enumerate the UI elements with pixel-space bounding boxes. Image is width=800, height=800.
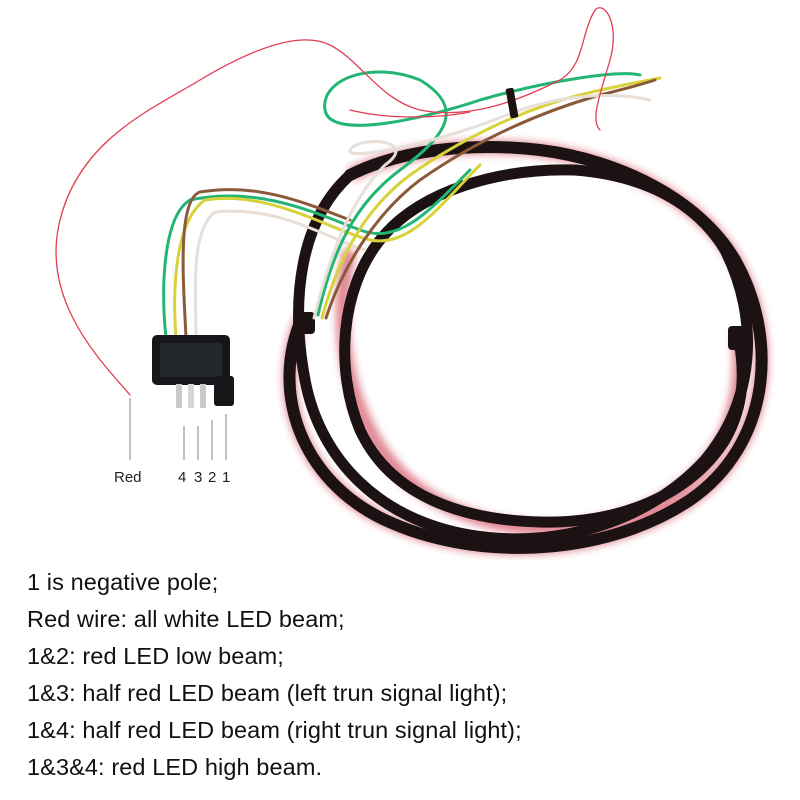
four-pin-connector xyxy=(152,335,234,408)
wire-red-stub xyxy=(349,109,471,118)
wire-white-lower xyxy=(193,209,367,340)
connector-pin-4 xyxy=(176,384,182,408)
label-red-wire: Red xyxy=(114,469,142,486)
wire-red xyxy=(55,7,614,396)
cable-tie xyxy=(505,87,519,119)
wire-brown-upper xyxy=(324,78,657,320)
wiring-notes: 1 is negative pole; Red wire: all white … xyxy=(27,564,522,786)
label-pin-4: 4 xyxy=(178,469,186,486)
note-line: Red wire: all white LED beam; xyxy=(27,606,345,632)
note-line: 1&4: half red LED beam (right trun signa… xyxy=(27,717,522,743)
note-line: 1&3: half red LED beam (left trun signal… xyxy=(27,680,508,706)
note-line: 1&3&4: red LED high beam. xyxy=(27,754,323,780)
strip-end-cap-right xyxy=(728,326,744,350)
label-pin-1: 1 xyxy=(222,469,230,486)
connector-pin-2 xyxy=(200,384,206,408)
note-line: 1 is negative pole; xyxy=(27,569,219,595)
label-pin-2: 2 xyxy=(208,469,216,486)
connector-pin-3 xyxy=(188,384,194,408)
wire-bundle xyxy=(55,7,662,396)
note-line: 1&2: red LED low beam; xyxy=(27,643,284,669)
led-strip-wiring-diagram: Red 4 3 2 1 xyxy=(55,7,769,555)
wire-green-lower xyxy=(162,168,472,340)
led-strip-middle-loop xyxy=(293,164,754,545)
connector-grip xyxy=(160,343,222,377)
led-strip-coil xyxy=(283,141,768,554)
wire-yellow-upper xyxy=(320,76,662,320)
wire-white-upper xyxy=(312,94,652,320)
wire-green-upper xyxy=(316,70,642,317)
led-strip-outer-loop xyxy=(283,141,768,554)
led-strip-inner-loop xyxy=(339,164,748,528)
label-pin-3: 3 xyxy=(194,469,202,486)
wire-yellow-lower xyxy=(173,163,482,340)
strip-end-cap-left xyxy=(297,312,315,334)
wire-brown-lower xyxy=(181,188,352,340)
connector-tab xyxy=(214,376,234,406)
leader-lines xyxy=(129,398,227,460)
